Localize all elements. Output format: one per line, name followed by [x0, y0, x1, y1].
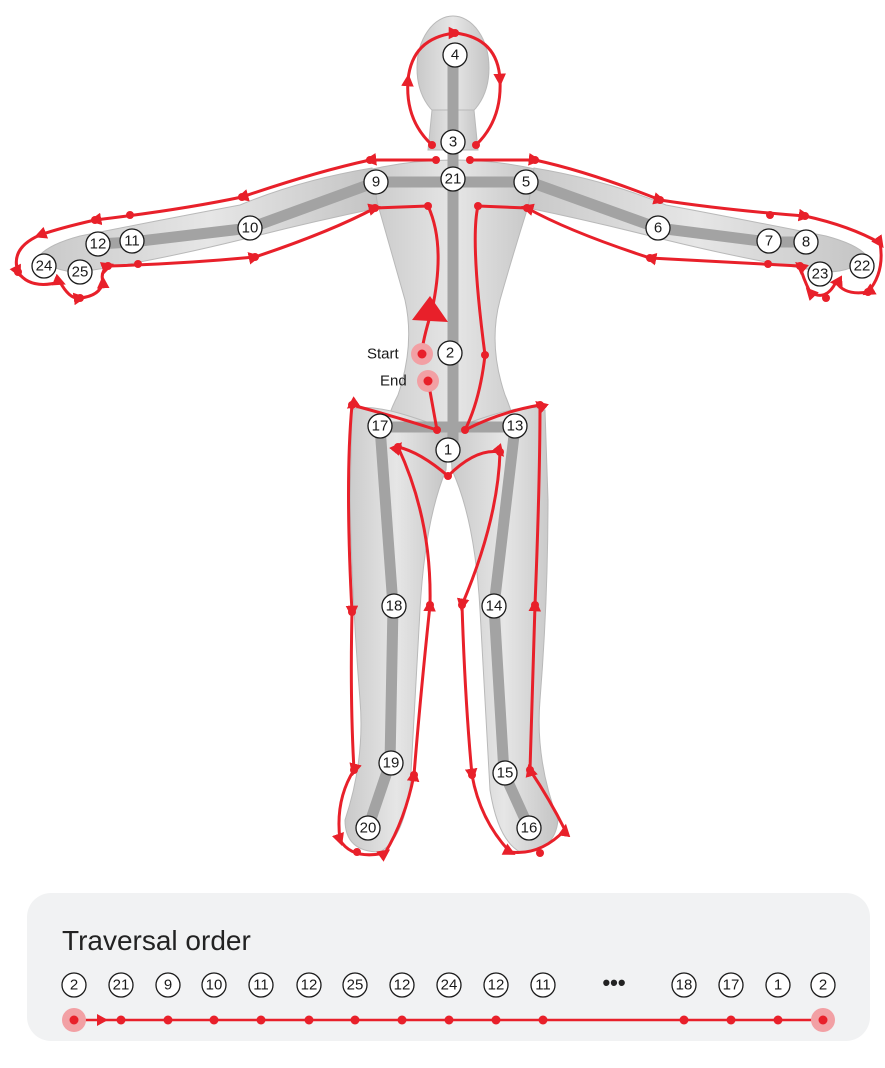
start-marker: Start: [367, 343, 433, 365]
svg-text:25: 25: [72, 264, 89, 281]
sequence-dot: [117, 1016, 126, 1025]
svg-text:1: 1: [444, 442, 452, 459]
svg-text:19: 19: [383, 755, 400, 772]
joint-2: 2: [438, 341, 462, 365]
sequence-node-label: 17: [723, 977, 740, 994]
sequence-node-label: 24: [441, 977, 458, 994]
joint-18: 18: [382, 594, 406, 618]
svg-text:15: 15: [497, 765, 514, 782]
start-label: Start: [367, 346, 400, 363]
sequence-dot: [774, 1016, 783, 1025]
joint-17: 17: [368, 414, 392, 438]
sequence-dot: [398, 1016, 407, 1025]
sequence-dot: [727, 1016, 736, 1025]
joint-19: 19: [379, 751, 403, 775]
joint-5: 5: [514, 170, 538, 194]
svg-text:21: 21: [445, 171, 462, 188]
sequence-dot: [257, 1016, 266, 1025]
svg-text:7: 7: [765, 233, 773, 250]
joint-9: 9: [364, 170, 388, 194]
sequence-node-label: 18: [676, 977, 693, 994]
sequence-node-label: 12: [301, 977, 318, 994]
svg-text:18: 18: [386, 598, 403, 615]
joint-1: 1: [436, 438, 460, 462]
sequence-node-label: 9: [164, 977, 172, 994]
joint-11: 11: [120, 229, 144, 253]
sequence-node-label: 25: [347, 977, 364, 994]
joint-14: 14: [482, 594, 506, 618]
svg-text:8: 8: [802, 234, 810, 251]
joint-4: 4: [443, 43, 467, 67]
sequence-dot: [680, 1016, 689, 1025]
svg-text:3: 3: [449, 134, 457, 151]
joint-7: 7: [757, 229, 781, 253]
svg-text:14: 14: [486, 598, 503, 615]
sequence-node-label: 12: [394, 977, 411, 994]
sequence-dot: [351, 1016, 360, 1025]
svg-text:12: 12: [90, 236, 107, 253]
sequence-dot: [210, 1016, 219, 1025]
svg-text:11: 11: [124, 233, 140, 250]
sequence-dot: [445, 1016, 454, 1025]
joint-20: 20: [356, 816, 380, 840]
svg-text:9: 9: [372, 174, 380, 191]
joint-8: 8: [794, 230, 818, 254]
svg-text:13: 13: [507, 418, 524, 435]
sequence-node-label: 11: [535, 977, 551, 994]
end-label: End: [380, 373, 407, 390]
sequence-dot: [492, 1016, 501, 1025]
sequence-dot: [539, 1016, 548, 1025]
joint-6: 6: [646, 216, 670, 240]
svg-text:20: 20: [360, 820, 377, 837]
svg-text:24: 24: [36, 258, 53, 275]
joint-22: 22: [850, 254, 874, 278]
svg-text:16: 16: [521, 820, 538, 837]
sequence-node-label: 10: [206, 977, 223, 994]
svg-text:17: 17: [372, 418, 389, 435]
joint-15: 15: [493, 761, 517, 785]
svg-text:23: 23: [812, 266, 829, 283]
sequence-dot: [70, 1016, 79, 1025]
svg-text:10: 10: [242, 220, 259, 237]
svg-text:5: 5: [522, 174, 530, 191]
sequence-ellipsis: •••: [602, 970, 625, 995]
sequence-node-label: 2: [819, 977, 827, 994]
panel-title: Traversal order: [62, 925, 251, 956]
svg-text:22: 22: [854, 258, 871, 275]
joint-25: 25: [68, 260, 92, 284]
sequence-node-label: 21: [113, 977, 130, 994]
sequence-node-label: 1: [774, 977, 782, 994]
sequence-node-label: 12: [488, 977, 505, 994]
joint-21: 21: [441, 167, 465, 191]
joint-23: 23: [808, 262, 832, 286]
sequence-node-label: 2: [70, 977, 78, 994]
sequence-node-label: 11: [253, 977, 269, 994]
joint-16: 16: [517, 816, 541, 840]
joint-24: 24: [32, 254, 56, 278]
svg-text:6: 6: [654, 220, 662, 237]
sequence-dot: [305, 1016, 314, 1025]
joint-12: 12: [86, 232, 110, 256]
svg-text:2: 2: [446, 345, 454, 362]
joint-10: 10: [238, 216, 262, 240]
svg-text:4: 4: [451, 47, 459, 64]
sequence-dot: [819, 1016, 828, 1025]
sequence-dot: [164, 1016, 173, 1025]
joint-13: 13: [503, 414, 527, 438]
joint-3: 3: [441, 130, 465, 154]
